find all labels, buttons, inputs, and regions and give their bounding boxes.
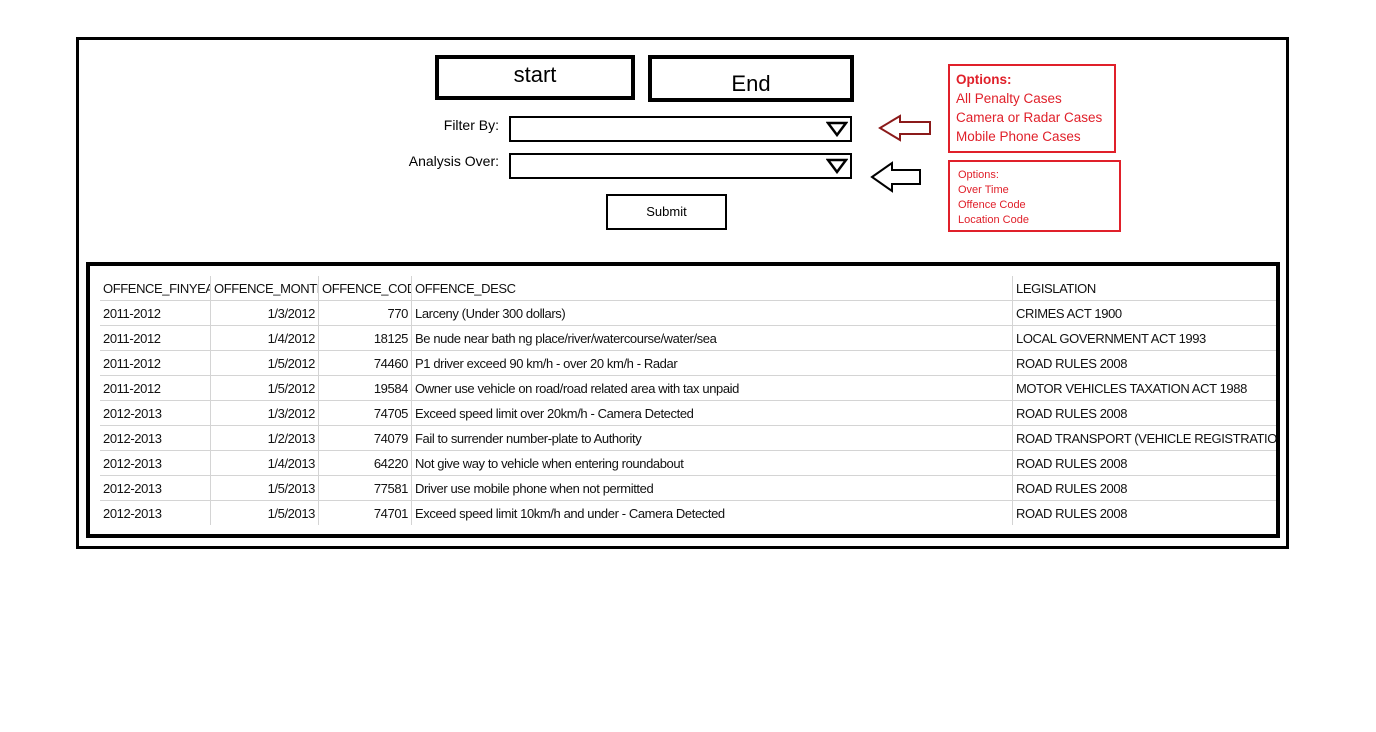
table-cell[interactable]: Fail to surrender number-plate to Author… bbox=[411, 425, 1013, 451]
table-cell[interactable]: 2011-2012 bbox=[100, 300, 211, 326]
table-cell[interactable]: 1/5/2013 bbox=[210, 475, 319, 501]
table-cell[interactable]: P1 driver exceed 90 km/h - over 20 km/h … bbox=[411, 350, 1013, 376]
table-cell[interactable]: 1/3/2012 bbox=[210, 400, 319, 426]
data-table-panel: OFFENCE_FINYEAR OFFENCE_MONTH OFFENCE_CO… bbox=[86, 262, 1280, 538]
note-item: Offence Code bbox=[958, 199, 1026, 211]
note-item: Mobile Phone Cases bbox=[956, 129, 1081, 144]
table-cell[interactable]: Owner use vehicle on road/road related a… bbox=[411, 375, 1013, 401]
table-cell[interactable]: 2012-2013 bbox=[100, 400, 211, 426]
note-title: Options: bbox=[958, 169, 999, 181]
table-cell[interactable]: 1/5/2013 bbox=[210, 500, 319, 525]
note-item: All Penalty Cases bbox=[956, 91, 1062, 106]
table-cell[interactable]: 64220 bbox=[318, 450, 412, 476]
table-cell[interactable]: 74079 bbox=[318, 425, 412, 451]
column-header[interactable]: OFFENCE_DESC bbox=[411, 276, 1013, 301]
end-date-box[interactable]: End bbox=[648, 55, 854, 102]
table-cell[interactable]: ROAD RULES 2008 bbox=[1012, 350, 1276, 376]
table-header-row: OFFENCE_FINYEAR OFFENCE_MONTH OFFENCE_CO… bbox=[100, 276, 1276, 301]
column-header[interactable]: OFFENCE_CODE bbox=[318, 276, 412, 301]
table-cell[interactable]: ROAD RULES 2008 bbox=[1016, 505, 1128, 521]
table-cell[interactable]: 2012-2013 bbox=[100, 450, 211, 476]
filter-by-label: Filter By: bbox=[443, 117, 499, 133]
form-frame bbox=[76, 37, 1289, 549]
table-cell[interactable]: Exceed speed limit over 20km/h - Camera … bbox=[411, 400, 1013, 426]
analysis-over-dropdown[interactable] bbox=[509, 153, 852, 179]
table-cell[interactable]: 74460 bbox=[318, 350, 412, 376]
chevron-down-icon[interactable] bbox=[826, 158, 848, 174]
table-cell[interactable]: Exceed speed limit 10km/h and under - Ca… bbox=[411, 500, 1013, 525]
table-cell[interactable]: 1/5/2012 bbox=[210, 375, 319, 401]
offence-table: OFFENCE_FINYEAR OFFENCE_MONTH OFFENCE_CO… bbox=[100, 276, 1276, 525]
analysis-over-label: Analysis Over: bbox=[408, 153, 499, 169]
table-cell[interactable]: Be nude near bath ng place/river/waterco… bbox=[411, 325, 1013, 351]
start-date-box[interactable]: start bbox=[435, 55, 635, 100]
table-cell[interactable]: 77581 bbox=[318, 475, 412, 501]
filter-by-dropdown[interactable] bbox=[509, 116, 852, 142]
column-header[interactable]: OFFENCE_MONTH bbox=[210, 276, 319, 301]
submit-button[interactable]: Submit bbox=[606, 194, 727, 230]
table-cell[interactable]: 1/4/2013 bbox=[210, 450, 319, 476]
table-cell[interactable]: 2011-2012 bbox=[100, 350, 211, 376]
table-cell[interactable]: Driver use mobile phone when not permitt… bbox=[411, 475, 1013, 501]
table-cell[interactable]: CRIMES ACT 1900 bbox=[1012, 300, 1276, 326]
table-cell[interactable]: 2012-2013 bbox=[100, 475, 211, 501]
table-cell[interactable]: 18125 bbox=[318, 325, 412, 351]
table-cell[interactable]: 19584 bbox=[318, 375, 412, 401]
table-cell[interactable]: 770 bbox=[318, 300, 412, 326]
table-cell[interactable]: 2011-2012 bbox=[100, 375, 211, 401]
left-arrow-icon bbox=[878, 114, 931, 142]
table-cell[interactable]: 1/2/2013 bbox=[210, 425, 319, 451]
table-cell[interactable]: Larceny (Under 300 dollars) bbox=[411, 300, 1013, 326]
note-title: Options: bbox=[956, 72, 1012, 87]
left-arrow-icon bbox=[870, 161, 921, 193]
table-cell[interactable]: 2012-2013 bbox=[100, 425, 211, 451]
table-cell[interactable]: 2011-2012 bbox=[100, 325, 211, 351]
table-cell[interactable]: 1/3/2012 bbox=[210, 300, 319, 326]
note-item: Camera or Radar Cases bbox=[956, 110, 1103, 125]
column-header[interactable]: OFFENCE_FINYEAR bbox=[100, 276, 211, 301]
table-cell[interactable]: ROAD RULES 2008 bbox=[1012, 450, 1276, 476]
table-cell[interactable]: Not give way to vehicle when entering ro… bbox=[411, 450, 1013, 476]
table-cell[interactable]: 2012-2013 bbox=[100, 500, 211, 525]
table-cell[interactable]: ROAD TRANSPORT (VEHICLE REGISTRATION) RE… bbox=[1012, 425, 1276, 451]
table-cell[interactable]: LOCAL GOVERNMENT ACT 1993 bbox=[1012, 325, 1276, 351]
table-cell[interactable]: 1/4/2012 bbox=[210, 325, 319, 351]
table-cell[interactable]: 74701 bbox=[318, 500, 412, 525]
note-item: Location Code bbox=[958, 214, 1029, 226]
column-header[interactable]: LEGISLATION bbox=[1012, 276, 1276, 301]
analysis-options-note: Options: Over Time Offence Code Location… bbox=[948, 160, 1121, 232]
table-cell[interactable]: ROAD RULES 2008 bbox=[1012, 475, 1276, 501]
table-cell[interactable]: ROAD RULES 2008 bbox=[1012, 400, 1276, 426]
chevron-down-icon[interactable] bbox=[826, 121, 848, 137]
table-cell[interactable]: 1/5/2012 bbox=[210, 350, 319, 376]
filter-options-note: Options: All Penalty Cases Camera or Rad… bbox=[948, 64, 1116, 153]
note-item: Over Time bbox=[958, 184, 1009, 196]
table-cell[interactable]: MOTOR VEHICLES TAXATION ACT 1988 bbox=[1012, 375, 1276, 401]
table-cell[interactable]: 74705 bbox=[318, 400, 412, 426]
